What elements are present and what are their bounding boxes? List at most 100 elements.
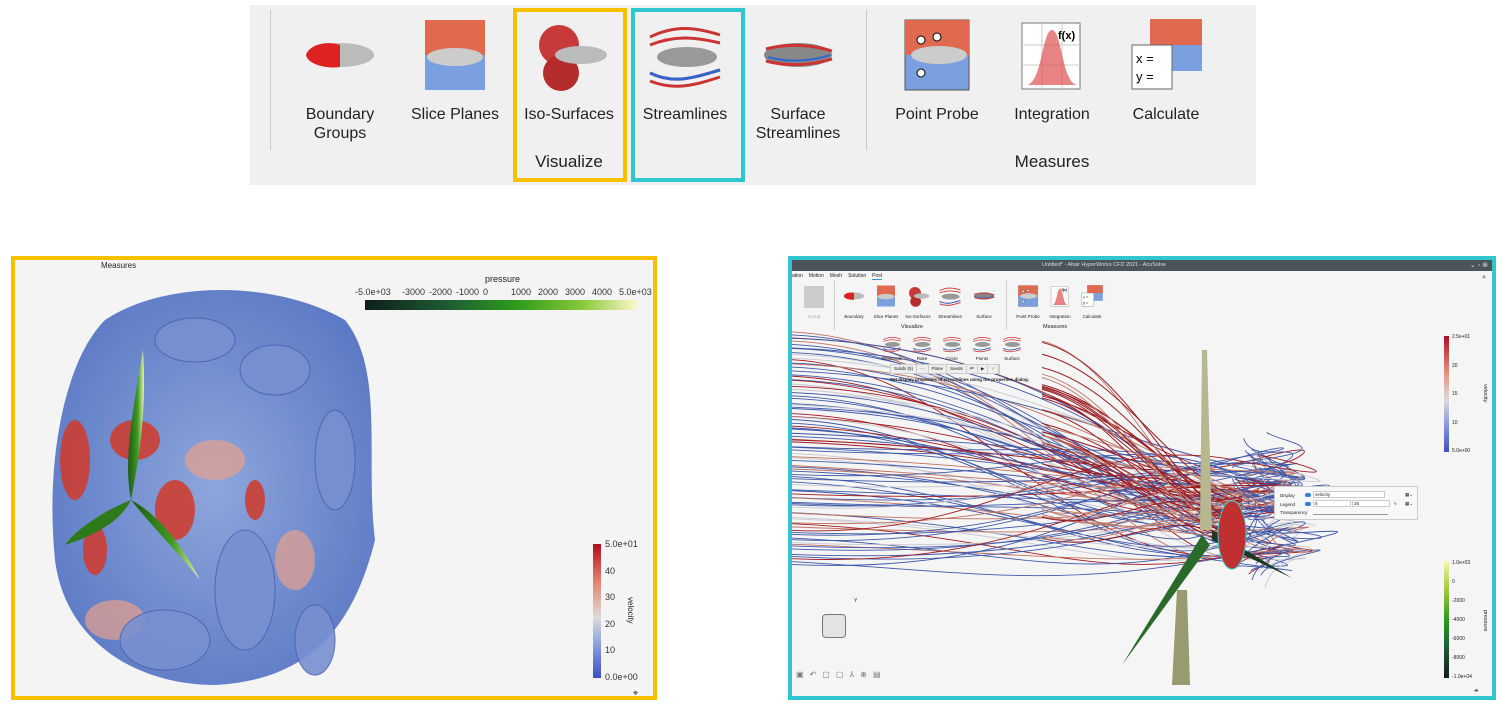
turbine-hub — [1217, 500, 1247, 570]
separator — [834, 280, 835, 330]
tool-boundary-groups[interactable]: Boundary Groups — [285, 15, 395, 143]
streamline — [792, 453, 1298, 548]
tool-label: Streamlines — [938, 314, 962, 319]
tool-group[interactable]: Group — [800, 284, 828, 319]
streamline — [792, 474, 1258, 525]
tool-label: Surface — [1004, 356, 1020, 361]
streamline — [1041, 373, 1243, 536]
streamline — [792, 438, 1284, 566]
orient-icon[interactable]: ⌖ — [633, 688, 639, 698]
menu-motion[interactable]: Motion — [808, 273, 824, 279]
surface-streamlines-icon — [973, 292, 995, 300]
streamline — [1041, 491, 1243, 516]
seed-tool-surface[interactable]: Surface — [998, 334, 1026, 361]
tool-integration[interactable]: f(x)Integration — [1046, 284, 1074, 319]
auto-range-icon[interactable]: ϟ — [1394, 501, 1397, 506]
iso-surfaces-icon — [909, 287, 930, 307]
legend-tick: 20 — [1452, 362, 1458, 369]
seed-rectangle-icon — [883, 337, 901, 353]
streamline — [792, 450, 1321, 509]
hint-text: Set display properties of streamlines us… — [890, 377, 1030, 382]
svg-text:y =: y = — [1083, 300, 1089, 305]
ribbon-separator — [270, 10, 271, 150]
menu-ation[interactable]: ation — [792, 273, 803, 279]
microbar-play[interactable]: ▶ — [978, 365, 989, 373]
view-cube[interactable] — [822, 614, 846, 638]
tool-streamlines[interactable]: Streamlines — [936, 284, 964, 319]
search-icon[interactable]: ⌕ — [1482, 274, 1486, 281]
transparency-label: Transparency — [1280, 510, 1308, 515]
tool-integration[interactable]: f(x)Integration — [997, 15, 1107, 124]
tool-iso-surfaces[interactable]: Iso-Surfaces — [514, 15, 624, 124]
tool-label: Boundary Groups — [305, 106, 375, 142]
streamline — [1041, 483, 1243, 515]
iso-surface-render — [52, 290, 375, 685]
iso-surface-viewport[interactable]: Measures pressure -5.0e+03-3000-2000-100… — [11, 256, 657, 700]
legend-tick: 0 — [1452, 579, 1455, 585]
tool-calculate[interactable]: x =y =Calculate — [1111, 15, 1221, 124]
group-label-measures: Measures — [1014, 152, 1090, 171]
streamline — [792, 481, 1293, 571]
tool-surface-streamlines[interactable]: Surface Streamlines — [743, 15, 853, 143]
legend-tick: -6000 — [1452, 636, 1465, 642]
menu-post[interactable]: Post — [872, 273, 883, 280]
microbar-more[interactable]: ··· — [917, 365, 929, 373]
tool-slice-planes[interactable]: Slice Planes — [872, 284, 900, 319]
display-toggle[interactable] — [1305, 493, 1311, 497]
legend-toggle[interactable] — [1305, 502, 1311, 506]
legend-min-input[interactable]: 5 — [1313, 500, 1351, 507]
tool-label: Point Probe — [1016, 314, 1040, 319]
tool-surface-streamlines[interactable]: Surface — [970, 284, 998, 319]
seed-surface-icon — [1003, 337, 1021, 353]
legend-title: velocity — [1482, 384, 1488, 403]
menu-mesh[interactable]: Mesh — [829, 273, 843, 279]
microbar-first[interactable]: ⏮ — [967, 365, 978, 373]
boundary-groups-icon — [843, 292, 865, 300]
display-select[interactable]: velocity — [1313, 491, 1385, 498]
streamline — [792, 449, 1303, 487]
microbar-seeds[interactable]: Seeds — [947, 365, 967, 373]
microbar-ok[interactable]: ✓ — [988, 365, 1000, 373]
streamline — [1041, 446, 1243, 511]
legend-max-input[interactable]: 25 — [1352, 500, 1390, 507]
colormap-menu[interactable]: ▦⌄ — [1405, 492, 1414, 497]
streamline — [1041, 431, 1243, 531]
seed-tool-rectangle[interactable]: Rectangle — [878, 334, 906, 361]
legend-menu[interactable]: ▦⌄ — [1405, 501, 1414, 506]
seed-tool-points[interactable]: Points — [968, 334, 996, 361]
streamline — [1041, 377, 1243, 510]
tool-iso-surfaces[interactable]: Iso-Surfaces — [904, 284, 932, 319]
tool-label: Calculate — [1132, 106, 1200, 123]
microbar-plane[interactable]: Plane — [929, 365, 948, 373]
microbar-solids[interactable]: Solids (5) — [891, 365, 918, 373]
seed-tool-circle[interactable]: Circle — [938, 334, 966, 361]
tool-label: Iso-Surfaces — [524, 106, 614, 123]
streamline — [792, 439, 1305, 471]
streamlines-highlight — [631, 8, 745, 182]
pressure-tick: 0 — [483, 287, 489, 297]
title-bar: Untitled* - Altair HyperWorks CFD 2021 -… — [792, 260, 1492, 271]
streamlines-viewport[interactable]: Untitled* - Altair HyperWorks CFD 2021 -… — [788, 256, 1496, 700]
orient-icon[interactable]: ⌖ — [1474, 686, 1479, 695]
transparency-slider[interactable] — [1313, 514, 1388, 515]
tool-point-probe[interactable]: Point Probe — [1014, 284, 1042, 319]
svg-text:x =: x = — [1083, 294, 1089, 299]
velocity-tick: 10 — [605, 645, 616, 655]
tool-streamlines[interactable]: Streamlines — [630, 15, 740, 124]
velocity-colorbar — [593, 544, 601, 678]
streamline — [1041, 434, 1243, 522]
window-controls[interactable]: ⌄ ◦ ⊗ — [1469, 262, 1488, 269]
tool-calculate[interactable]: x =y =Calculate — [1078, 284, 1106, 319]
tool-boundary-groups[interactable]: Boundary — [840, 284, 868, 319]
seed-tool-rake[interactable]: Rake — [908, 334, 936, 361]
tool-label: Slice Planes — [873, 314, 899, 319]
point-probe-icon — [904, 19, 970, 91]
legend-title: pressure — [1482, 610, 1488, 632]
tool-point-probe[interactable]: Point Probe — [882, 15, 992, 124]
tool-label: Circle — [946, 356, 958, 361]
menu-solution[interactable]: Solution — [848, 273, 867, 279]
tool-slice-planes[interactable]: Slice Planes — [400, 15, 510, 124]
streamlines-icon — [649, 27, 721, 88]
view-toolbar[interactable]: ▣↶▢▢⅄⊕▤ — [796, 670, 887, 679]
